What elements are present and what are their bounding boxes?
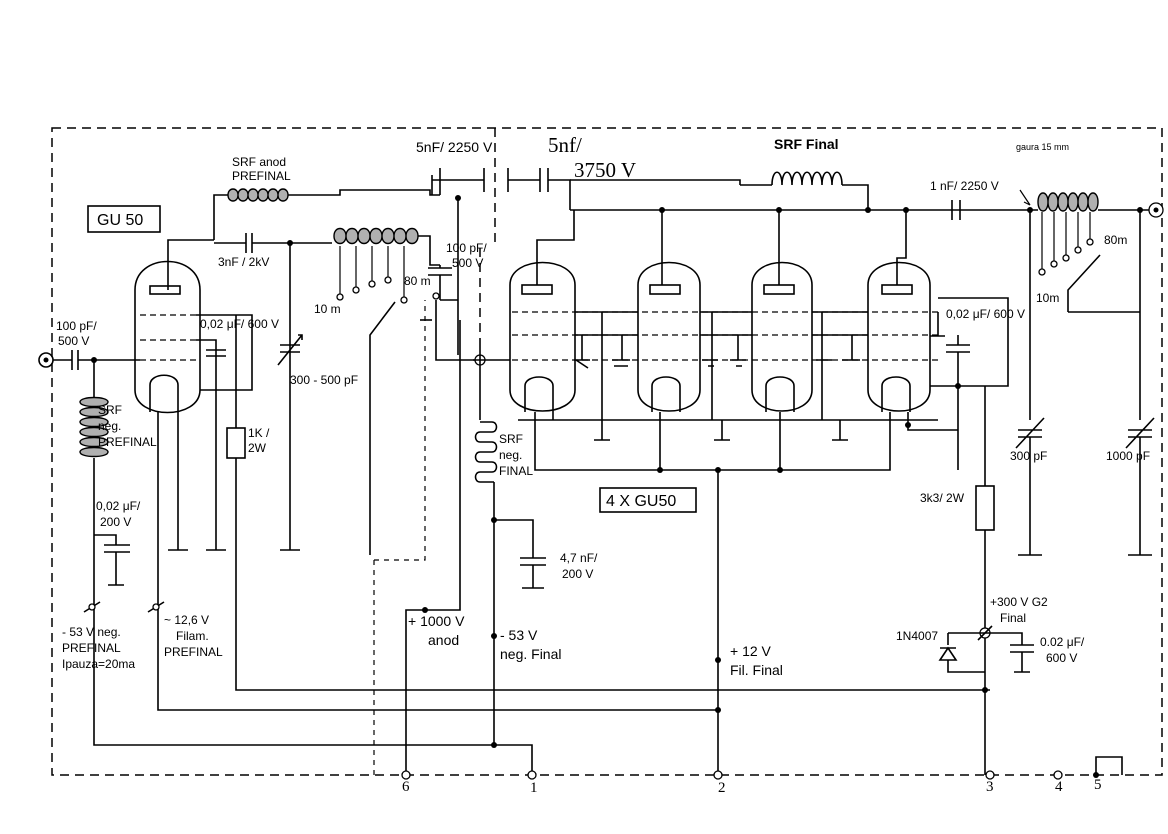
cap-002-600-final-label: 0,02 μF/ 600 V	[946, 307, 1025, 321]
cap-100pf-mid	[420, 265, 475, 361]
fil-12-final-label-1: + 12 V	[730, 643, 772, 659]
enclosure-dashed	[51, 127, 1163, 776]
cap-4-7nf-label-1: 4,7 nF/	[560, 551, 598, 565]
cap-002-200	[83, 534, 130, 613]
g2-label-2: Final	[1000, 611, 1026, 625]
cap-3nf-label: 3nF / 2kV	[218, 255, 269, 269]
neg53-final-label-1: - 53 V	[500, 627, 538, 643]
cap-5nf-3750-label-2: 3750 V	[574, 158, 636, 182]
res-3k3-label: 3k3/ 2W	[920, 491, 965, 505]
pin-label-2: 2	[718, 780, 726, 796]
cap-100pf-in-label-1: 100 pF/	[56, 319, 97, 333]
gu50-label: GU 50	[97, 212, 143, 229]
diode-1n4007	[938, 632, 985, 673]
band-80m-out-label: 80m	[1104, 233, 1127, 247]
g2-label-1: +300 V G2	[990, 595, 1048, 609]
neg53-pre-label-3: Ipauza=20ma	[62, 657, 135, 671]
pin-label-4: 4	[1055, 779, 1063, 795]
gu50-final-tube-1	[509, 210, 576, 412]
anode-supply-line	[405, 320, 461, 775]
final-grid-structure	[512, 297, 1009, 441]
srf-final-label: SRF Final	[774, 136, 839, 152]
gu50-prefinal-tube	[134, 239, 718, 711]
neg53-pre-label-1: - 53 V neg.	[62, 625, 121, 639]
fil-12-6-label-1: ~ 12,6 V	[164, 613, 209, 627]
srf-anod-label-1: SRF anod	[232, 155, 286, 169]
pin-label-1: 1	[530, 780, 538, 796]
cap-1nf-label: 1 nF/ 2250 V	[930, 179, 999, 193]
res-1k-label-1: 1K /	[248, 426, 270, 440]
4x-gu50-label-box	[599, 487, 697, 513]
cap-5nf-2250-label: 5nF/ 2250 V	[416, 139, 493, 155]
fil-12-6-label-3: PREFINAL	[164, 645, 223, 659]
srf-anod-label-2: PREFINAL	[232, 169, 291, 183]
prefinal-pi-tank	[214, 227, 440, 555]
cap-5nf-3750-label-1: 5nf/	[548, 133, 582, 157]
input-connector	[38, 350, 140, 370]
cap-100pf-mid-label-2: 500 V	[452, 256, 483, 270]
res-1k-2w	[226, 315, 990, 691]
var-300-500-label: 300 - 500 pF	[290, 373, 358, 387]
neg53-final-label-2: neg. Final	[500, 646, 561, 662]
srf-neg-final-label-1: SRF	[499, 432, 523, 446]
cap-100pf-mid-label-1: 100 pF/	[446, 241, 487, 255]
cap-002-600-g2	[985, 632, 1034, 673]
band-10m-pre-label: 10 m	[314, 302, 341, 316]
cap-4-7nf-label-2: 200 V	[562, 567, 593, 581]
g2-network	[946, 335, 995, 775]
srf-neg-pre-label-2: neg.	[98, 419, 121, 433]
anod-1000-label-1: + 1000 V	[408, 613, 465, 629]
final-filament-line	[534, 412, 958, 775]
band-10m-out-label: 10m	[1036, 291, 1059, 305]
cap-002-200-label-1: 0,02 μF/	[96, 499, 141, 513]
srf-neg-final-label-3: FINAL	[499, 464, 533, 478]
var-300pf-label: 300 pF	[1010, 449, 1047, 463]
cap-002-600-pre-label: 0,02 μF/ 600 V	[200, 317, 279, 331]
4x-gu50-label: 4 X GU50	[606, 493, 676, 510]
pin-label-6: 6	[402, 779, 410, 795]
output-tank	[951, 189, 1164, 556]
cap-002-200-label-2: 200 V	[100, 515, 131, 529]
cap-002-g2-label-1: 0.02 μF/	[1040, 635, 1085, 649]
srf-final-coil	[570, 171, 1030, 213]
diode-label: 1N4007	[896, 629, 938, 643]
res-1k-label-2: 2W	[248, 441, 267, 455]
cap-100pf-in-label-2: 500 V	[58, 334, 89, 348]
cap-5nf-2250	[431, 168, 571, 355]
anod-1000-label-2: anod	[428, 632, 459, 648]
srf-neg-final-coil	[474, 421, 546, 748]
var-1000pf-label: 1000 pF	[1106, 449, 1150, 463]
gu50-label-box	[87, 205, 161, 233]
cap-002-g2-label-2: 600 V	[1046, 651, 1077, 665]
gu50-final-tube-3	[751, 210, 813, 412]
gu50-final-tube-2	[637, 210, 701, 412]
pin-label-3: 3	[986, 779, 994, 795]
srf-neg-final-label-2: neg.	[499, 448, 522, 462]
bottom-connector	[401, 756, 1123, 780]
fil-12-final-label-2: Fil. Final	[730, 662, 783, 678]
srf-neg-pre-label-3: PREFINAL	[98, 435, 157, 449]
srf-neg-prefinal-coil	[79, 360, 533, 775]
srf-neg-pre-label-1: SRF	[98, 403, 122, 417]
fil-12-6-label-2: Filam.	[176, 629, 209, 643]
neg53-pre-label-2: PREFINAL	[62, 641, 121, 655]
pin-label-5: 5	[1094, 777, 1102, 793]
gaura-label: gaura 15 mm	[1016, 142, 1069, 152]
band-80m-pre-label: 80 m	[404, 274, 431, 288]
gu50-final-tube-4	[867, 210, 931, 412]
final-grid-line	[473, 338, 510, 420]
